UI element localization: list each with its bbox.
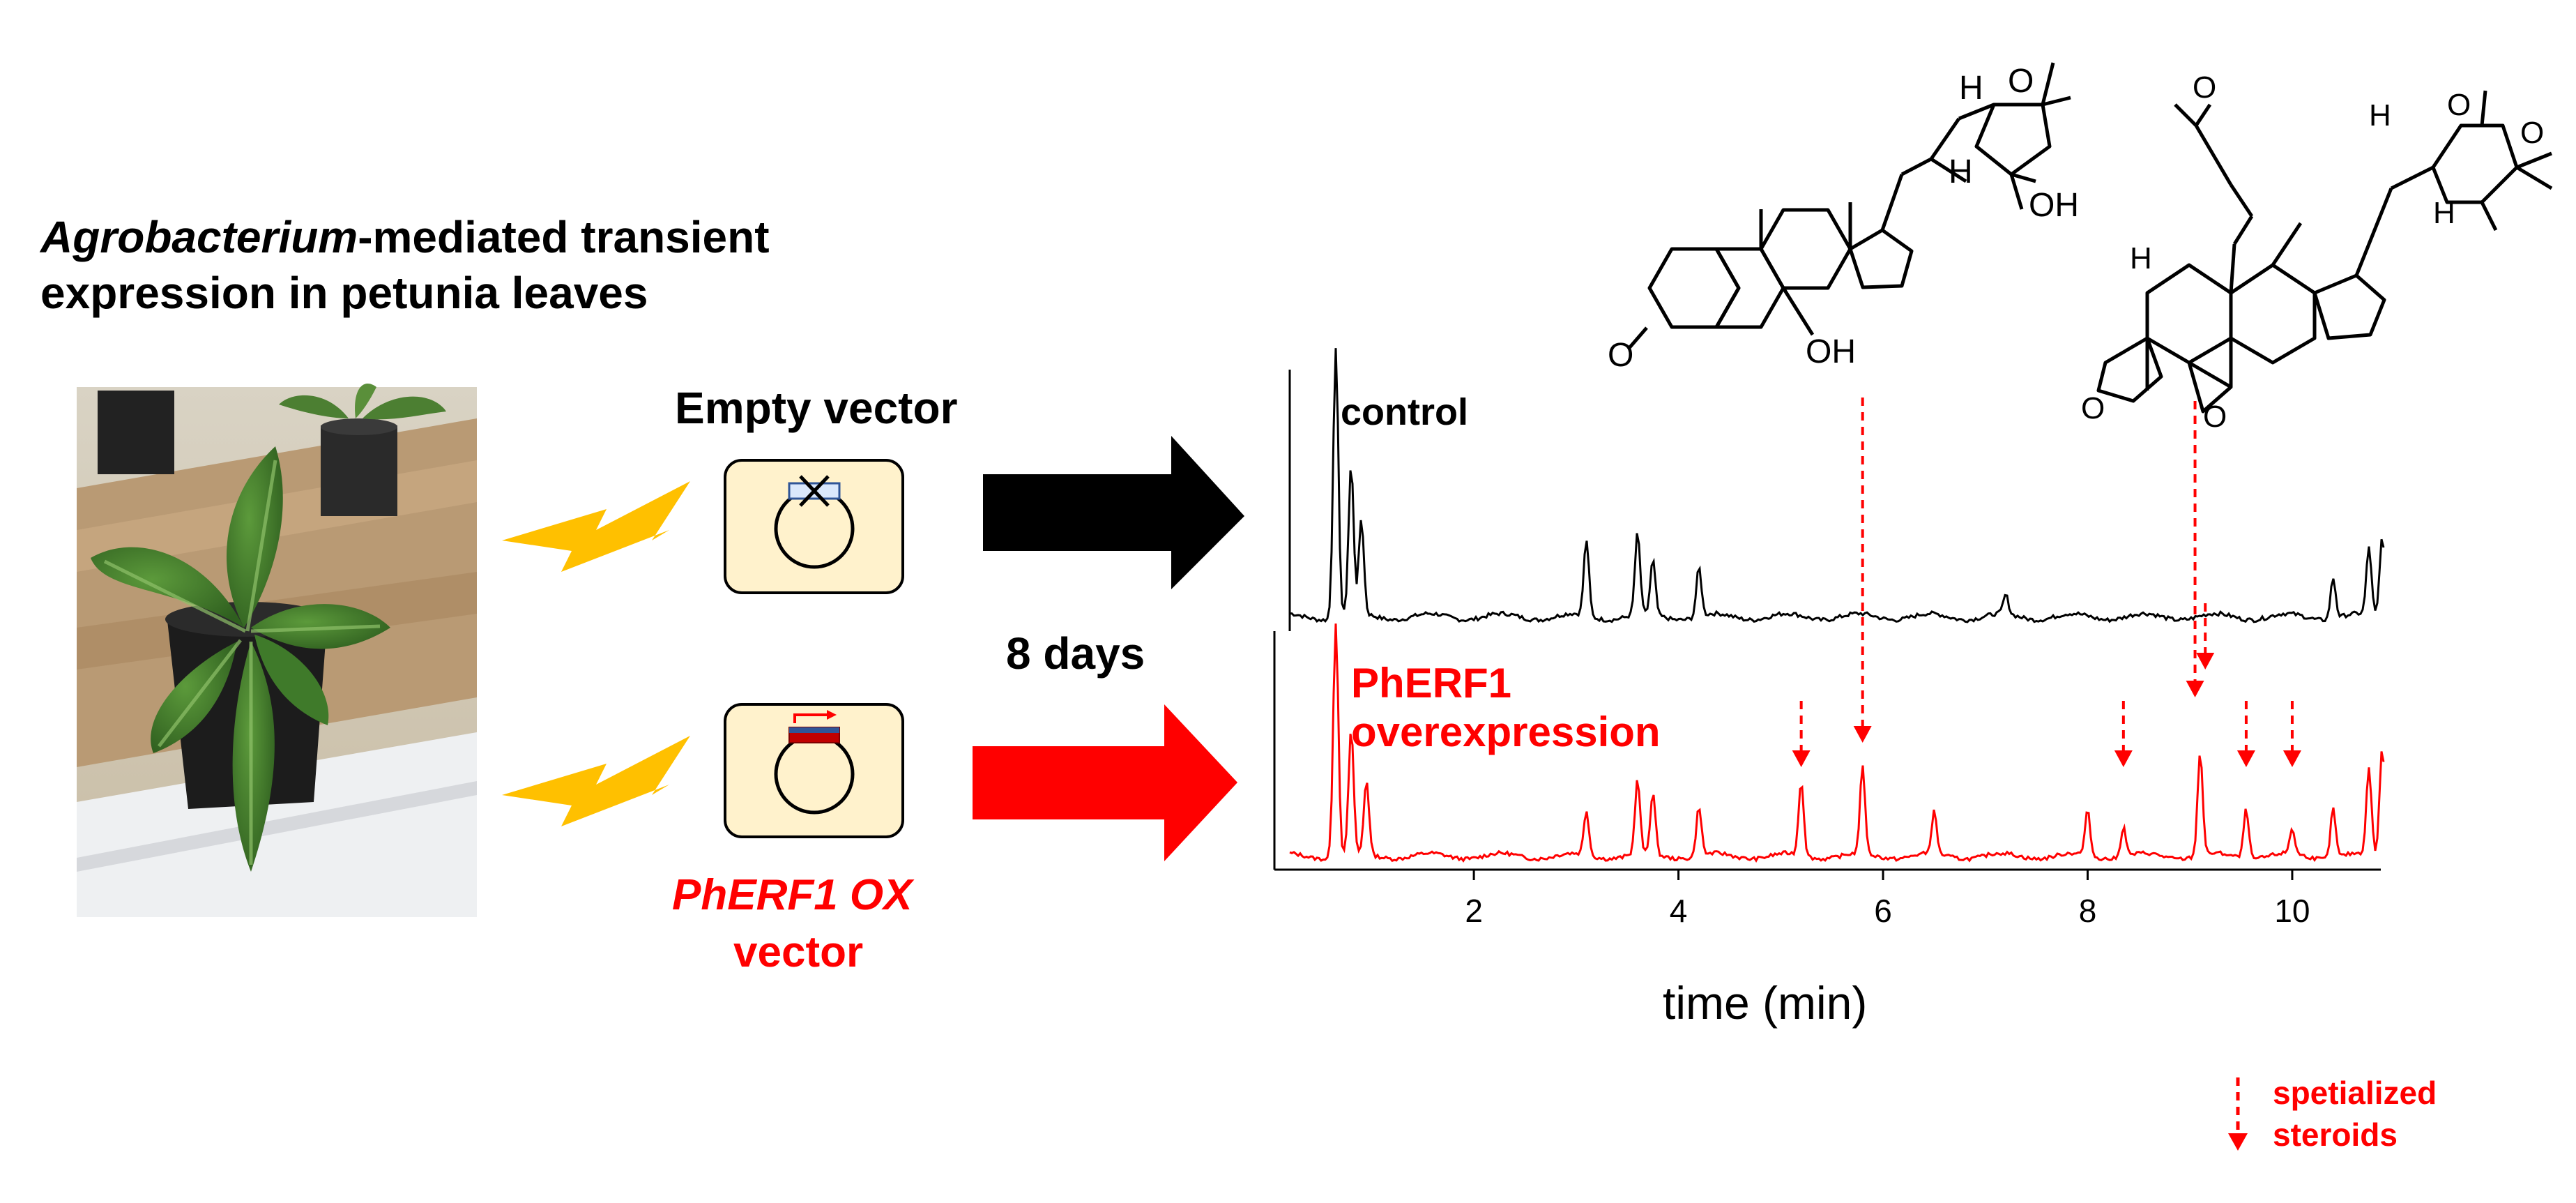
steroid-marker-head: [2282, 750, 2301, 767]
legend-line2: steroids: [2273, 1117, 2398, 1153]
left-atom-label: H: [1959, 70, 1983, 107]
left-atom-label: O: [2008, 63, 2034, 100]
right-atom-label: O: [2447, 88, 2471, 122]
x-tick-label: 2: [1465, 893, 1483, 929]
left-atom-label: H: [1949, 153, 1973, 190]
steroid-marker-head: [2196, 653, 2215, 669]
ox-trace-label-line2: overexpression: [1351, 709, 1661, 755]
steroid-peak-markers: [1792, 398, 2301, 767]
right-atom-label: H: [2369, 98, 2391, 133]
legend-dashed-arrow: [2228, 1077, 2248, 1151]
title-italic-organism: Agrobacterium: [40, 212, 358, 262]
chromatogram: 2 4 6 8 10: [1273, 348, 2385, 929]
control-label: control: [1341, 391, 1468, 433]
x-tick-label: 6: [1874, 893, 1892, 929]
ox-trace-label: PhERF1 overexpression: [1351, 659, 1661, 757]
ox-vector-label-line2: vector: [733, 928, 864, 976]
right-steroid-structure: [2096, 90, 2553, 414]
ox-vector-plasmid-box: [724, 703, 904, 838]
title-line1-rest: -mediated transient: [358, 212, 770, 262]
ox-trace: [1289, 623, 2385, 863]
right-atom-label: O: [2081, 391, 2105, 425]
ox-trace-label-line1: PhERF1: [1351, 660, 1512, 706]
right-steroid-atom-labels: O H O O H H O O: [2081, 70, 2544, 434]
left-atom-label: O: [1608, 337, 1633, 374]
steroid-marker-head: [1792, 750, 1811, 767]
arrow-control: [983, 436, 1244, 589]
steroid-marker-head: [2236, 750, 2255, 767]
left-atom-label: OH: [1806, 333, 1856, 370]
ox-vector-label: PhERF1 OX: [672, 871, 913, 919]
page-title: Agrobacterium-mediated transient express…: [40, 209, 770, 321]
arrow-ox: [973, 704, 1237, 861]
x-axis-ticks: 2 4 6 8 10: [1465, 870, 2310, 929]
petunia-plant-photo: [77, 384, 477, 917]
x-tick-label: 4: [1670, 893, 1688, 929]
lightning-icon-top: [502, 481, 690, 572]
right-atom-label: H: [2433, 196, 2455, 230]
left-atom-label: OH: [2029, 187, 2079, 224]
legend-label: spetialized steroids: [2273, 1072, 2437, 1156]
control-trace: [1289, 348, 2385, 623]
incubation-label: 8 days: [1006, 628, 1145, 679]
x-axis-title: time (min): [1663, 977, 1868, 1029]
left-steroid-structure: [1627, 62, 2071, 350]
x-tick-label: 8: [2079, 893, 2097, 929]
steroid-marker-head: [1853, 726, 1872, 743]
empty-vector-plasmid-box: [724, 459, 904, 594]
title-line2: expression in petunia leaves: [40, 268, 648, 318]
right-atom-label: O: [2520, 116, 2544, 150]
empty-vector-label: Empty vector: [675, 383, 958, 433]
steroid-marker-head: [2114, 750, 2133, 767]
steroid-marker-head: [2186, 681, 2204, 697]
left-steroid-atom-labels: H O H OH O OH: [1608, 63, 2079, 374]
x-tick-label: 10: [2274, 893, 2310, 929]
right-atom-label: H: [2130, 241, 2152, 275]
legend-line1: spetialized: [2273, 1075, 2437, 1111]
lightning-icon-bottom: [502, 736, 690, 826]
right-atom-label: O: [2193, 70, 2216, 105]
right-atom-label: O: [2203, 400, 2227, 434]
